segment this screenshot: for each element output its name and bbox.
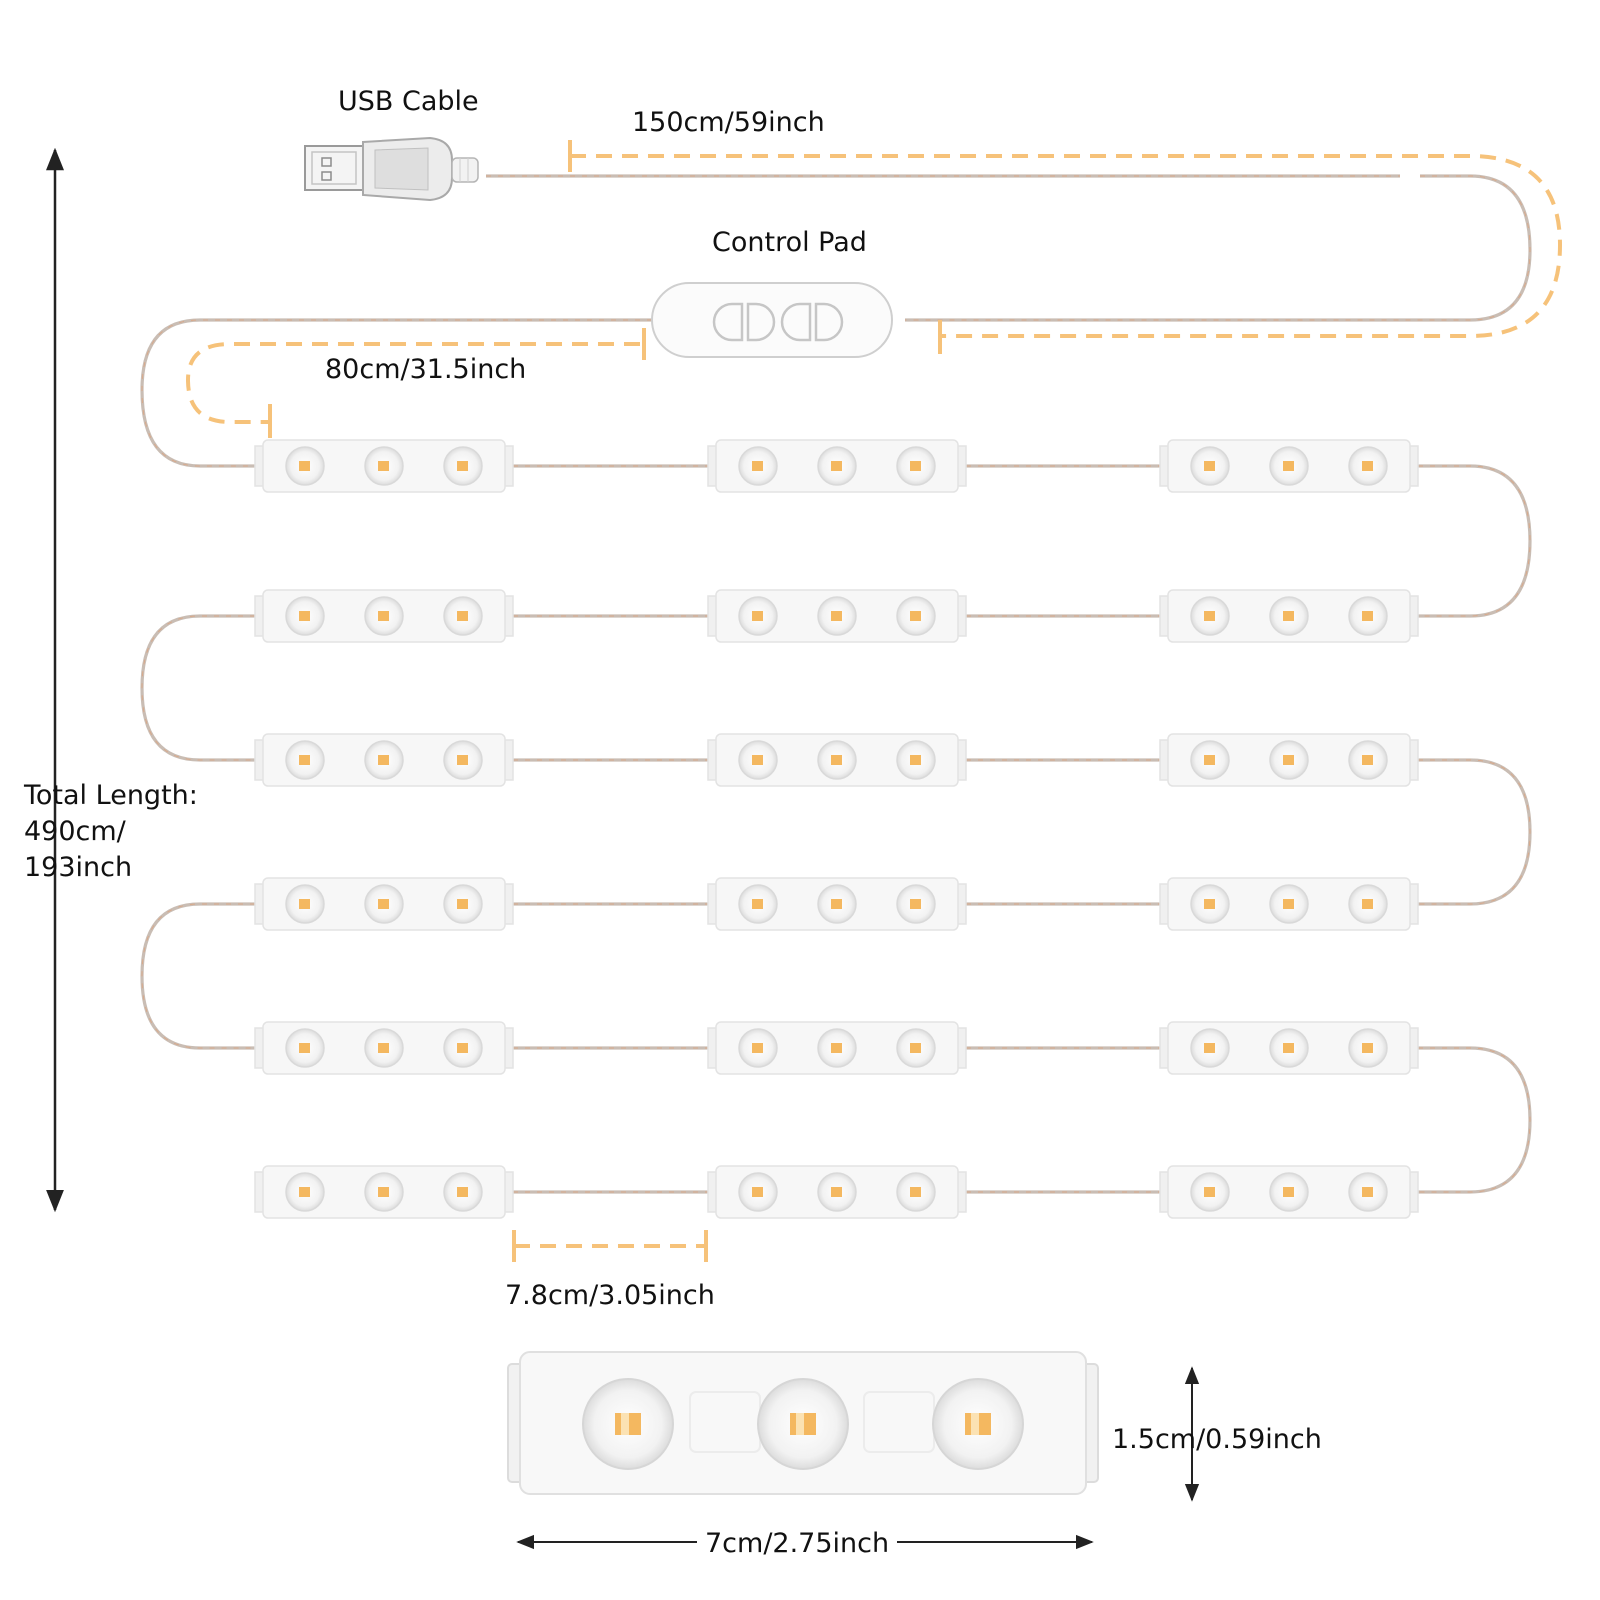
led-chip-icon	[285, 1172, 325, 1212]
led-chip-icon	[738, 596, 778, 636]
led-chip-icon	[1190, 740, 1230, 780]
led-chip-icon	[817, 1172, 857, 1212]
usb-to-pad-length-label: 150cm/59inch	[632, 107, 825, 138]
module-height-label: 1.5cm/0.59inch	[1112, 1424, 1322, 1455]
led-module-icon	[707, 439, 967, 493]
led-module-icon	[1159, 877, 1419, 931]
led-chip-icon	[1348, 884, 1388, 924]
led-module-icon	[707, 733, 967, 787]
led-module-icon	[254, 1165, 514, 1219]
led-module-icon	[1159, 589, 1419, 643]
led-module-icon	[254, 877, 514, 931]
led-chip-icon	[582, 1378, 674, 1470]
led-chip-icon	[817, 884, 857, 924]
dimension-ticks	[268, 140, 942, 1262]
led-chip-icon	[1190, 1028, 1230, 1068]
led-chip-icon	[1348, 446, 1388, 486]
control-pad-button-1[interactable]	[712, 302, 776, 342]
led-chip-icon	[285, 596, 325, 636]
control-pad-button-2[interactable]	[780, 302, 844, 342]
led-chip-icon	[757, 1378, 849, 1470]
led-chip-icon	[896, 596, 936, 636]
usb-plug-icon	[304, 136, 479, 202]
led-module-icon	[254, 1021, 514, 1075]
led-chip-icon	[1269, 1028, 1309, 1068]
led-module-icon	[1159, 733, 1419, 787]
led-chip-icon	[896, 446, 936, 486]
led-chip-icon	[1190, 884, 1230, 924]
led-module-icon	[254, 439, 514, 493]
led-chip-icon	[443, 446, 483, 486]
led-chip-icon	[817, 740, 857, 780]
dimension-lines	[185, 154, 1563, 1248]
led-chip-icon	[1269, 1172, 1309, 1212]
led-chip-icon	[364, 1172, 404, 1212]
led-chip-icon	[1269, 596, 1309, 636]
led-chip-icon	[1190, 596, 1230, 636]
led-chip-icon	[817, 446, 857, 486]
cable-copper-strand	[141, 175, 1531, 1193]
led-module-icon	[254, 733, 514, 787]
led-chip-icon	[443, 1172, 483, 1212]
led-chip-icon	[443, 740, 483, 780]
led-chip-icon	[1269, 740, 1309, 780]
led-chip-icon	[1348, 1172, 1388, 1212]
total-length-label: Total Length: 490cm/ 193inch	[24, 778, 198, 886]
led-module-grid	[254, 439, 1419, 1219]
cable-path	[140, 174, 1532, 1194]
led-chip-icon	[285, 884, 325, 924]
led-module-icon	[707, 589, 967, 643]
led-chip-icon	[932, 1378, 1024, 1470]
total-length-cm: 490cm/	[24, 816, 126, 847]
led-module-icon	[1159, 1021, 1419, 1075]
dimension-usb-to-pad	[570, 154, 1563, 338]
dimension-pad-to-first-module	[185, 342, 640, 424]
led-chip-icon	[1190, 446, 1230, 486]
led-chip-icon	[285, 740, 325, 780]
led-module-icon	[707, 1021, 967, 1075]
module-width-label: 7cm/2.75inch	[697, 1526, 898, 1562]
led-chip-icon	[817, 596, 857, 636]
led-module-icon	[1159, 1165, 1419, 1219]
led-chip-icon	[738, 1172, 778, 1212]
led-chip-icon	[443, 884, 483, 924]
total-length-inch: 193inch	[24, 852, 133, 883]
led-chip-icon	[364, 884, 404, 924]
led-chip-icon	[738, 1028, 778, 1068]
led-chip-icon	[896, 884, 936, 924]
led-chip-icon	[364, 446, 404, 486]
led-chip-icon	[896, 1172, 936, 1212]
led-module-icon	[1159, 439, 1419, 493]
led-module-detail	[507, 1351, 1099, 1495]
led-chip-icon	[443, 1028, 483, 1068]
led-chip-icon	[1269, 884, 1309, 924]
led-chip-icon	[364, 1028, 404, 1068]
led-chip-icon	[1190, 1172, 1230, 1212]
led-chip-icon	[285, 446, 325, 486]
led-chip-icon	[896, 1028, 936, 1068]
led-chip-icon	[817, 1028, 857, 1068]
led-chip-icon	[738, 446, 778, 486]
led-chip-icon	[738, 884, 778, 924]
led-chip-icon	[1269, 446, 1309, 486]
led-module-icon	[707, 877, 967, 931]
led-chip-icon	[896, 740, 936, 780]
led-chip-icon	[1348, 596, 1388, 636]
led-chip-icon	[443, 596, 483, 636]
control-pad-label: Control Pad	[712, 227, 867, 258]
module-spacing-label: 7.8cm/3.05inch	[505, 1280, 715, 1311]
led-chip-icon	[1348, 740, 1388, 780]
led-chip-icon	[1348, 1028, 1388, 1068]
usb-cable-label: USB Cable	[338, 86, 479, 117]
led-chip-icon	[285, 1028, 325, 1068]
pad-to-first-module-length-label: 80cm/31.5inch	[325, 354, 527, 385]
led-chip-icon	[364, 740, 404, 780]
control-pad-icon	[651, 282, 893, 358]
led-module-icon	[254, 589, 514, 643]
led-chip-icon	[364, 596, 404, 636]
total-length-title: Total Length:	[24, 780, 198, 811]
led-module-icon	[707, 1165, 967, 1219]
led-chip-icon	[738, 740, 778, 780]
